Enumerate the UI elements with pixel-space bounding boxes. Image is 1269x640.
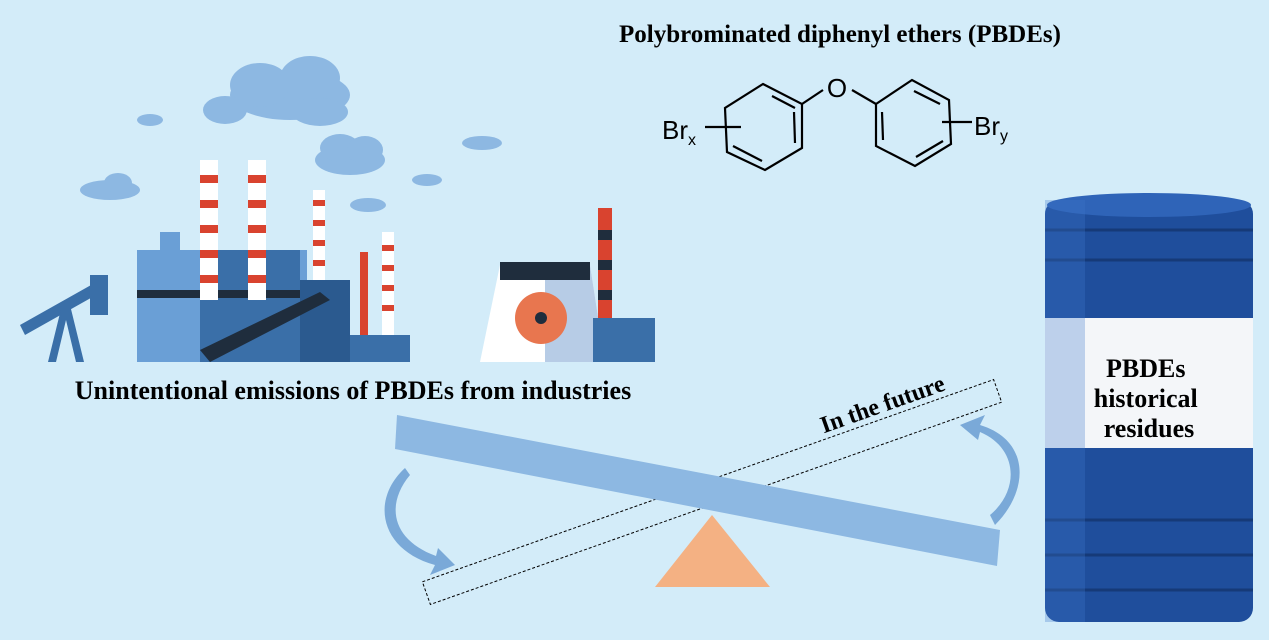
oxygen-label: O <box>827 73 847 103</box>
seesaw-beam <box>395 415 1000 566</box>
pbde-structure <box>705 78 972 172</box>
barrel-icon <box>1045 193 1253 622</box>
cloud-icons <box>80 56 502 212</box>
industry-caption: Unintentional emissions of PBDEs from in… <box>75 376 631 405</box>
factory-illustration <box>20 160 655 362</box>
br-y-label: Bry <box>974 111 1008 145</box>
title: Polybrominated diphenyl ethers (PBDEs) <box>619 21 1061 48</box>
rotation-arrows <box>384 415 1020 575</box>
br-x-label: Brx <box>662 115 696 149</box>
seesaw-fulcrum <box>655 515 770 587</box>
barrel-label: PBDEs historical residues <box>1094 354 1205 443</box>
future-label: In the future <box>817 371 949 439</box>
